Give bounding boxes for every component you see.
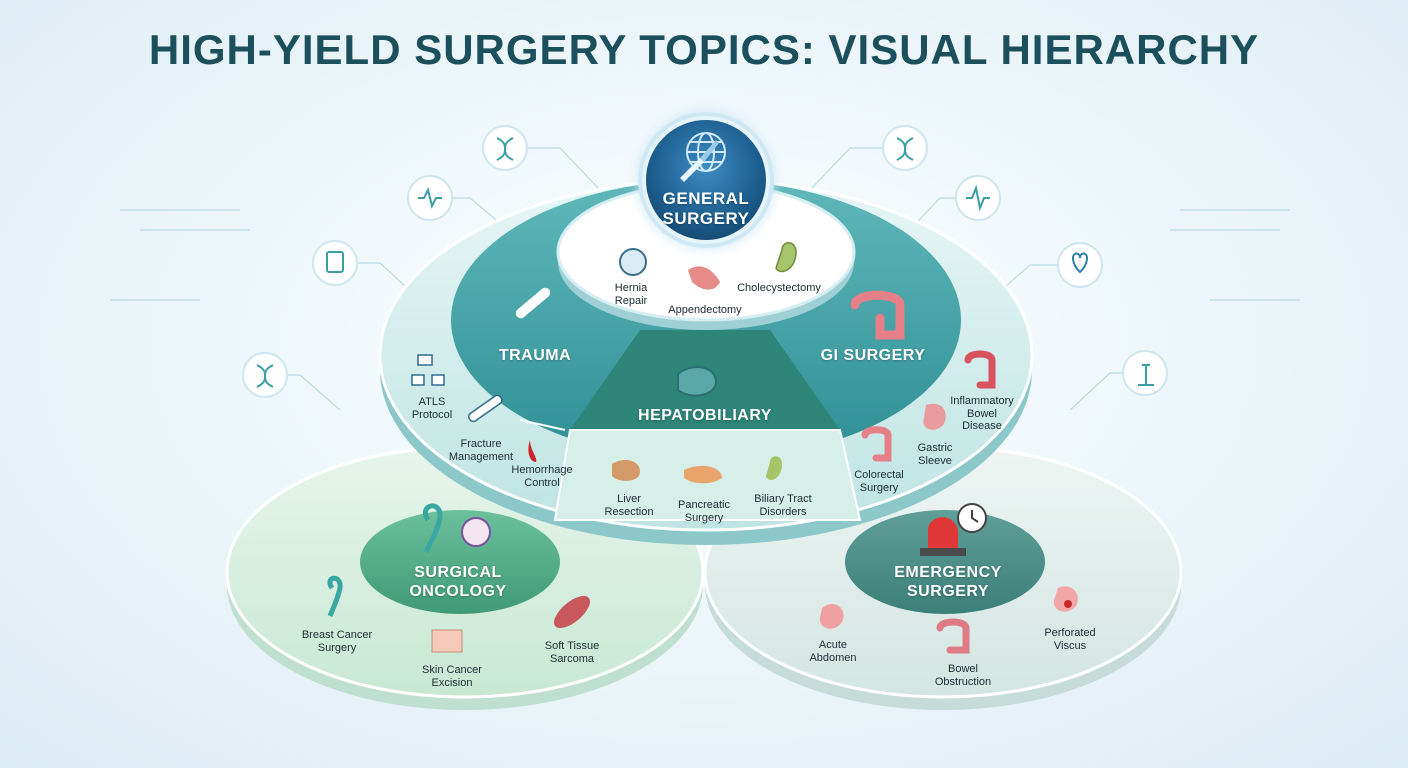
top-platform: [556, 112, 856, 330]
topic-atls-protocol: ATLS Protocol: [411, 396, 453, 421]
category-emergency-surgery: EMERGENCY SURGERY: [894, 564, 1002, 600]
topic-cholecystectomy: Cholecystectomy: [737, 282, 821, 294]
category-gi-surgery: GI SURGERY: [820, 347, 926, 364]
decorative-icons: [242, 125, 1168, 398]
topic-acute-abdomen: Acute Abdomen: [809, 639, 857, 664]
topic-gastric-sleeve: Gastric Sleeve: [917, 442, 953, 467]
topic-breast-cancer-surgery: Breast Cancer Surgery: [301, 629, 373, 654]
topic-colorectal-surgery: Colorectal Surgery: [854, 469, 904, 494]
page-title: HIGH-YIELD SURGERY TOPICS: VISUAL HIERAR…: [148, 26, 1260, 73]
topic-biliary-tract-disorders: Biliary Tract Disorders: [754, 493, 812, 518]
category-hepatobiliary: HEPATOBILIARY: [638, 407, 772, 424]
topic-soft-tissue-sarcoma: Soft Tissue Sarcoma: [544, 640, 600, 665]
topic-perforated-viscus: Perforated Viscus: [1044, 627, 1096, 652]
topic-appendectomy: Appendectomy: [668, 304, 742, 316]
topic-fracture-management: Fracture Management: [448, 438, 514, 463]
topic-pancreatic-surgery: Pancreatic Surgery: [678, 499, 730, 524]
topic-bowel-obstruction: Bowel Obstruction: [934, 663, 992, 688]
topic-liver-resection: Liver Resection: [604, 493, 654, 518]
topic-skin-cancer-excision: Skin Cancer Excision: [422, 664, 482, 689]
topic-inflammatory-bowel-disease: Inflammatory Bowel Disease: [950, 395, 1014, 432]
topic-hemorrhage-control: Hemorrhage Control: [511, 464, 573, 489]
category-general-surgery: GENERAL SURGERY: [662, 189, 750, 228]
topic-hernia-repair: Hernia Repair: [614, 282, 648, 307]
category-surgical-oncology: SURGICAL ONCOLOGY: [409, 564, 507, 600]
category-trauma: TRAUMA: [498, 347, 572, 364]
